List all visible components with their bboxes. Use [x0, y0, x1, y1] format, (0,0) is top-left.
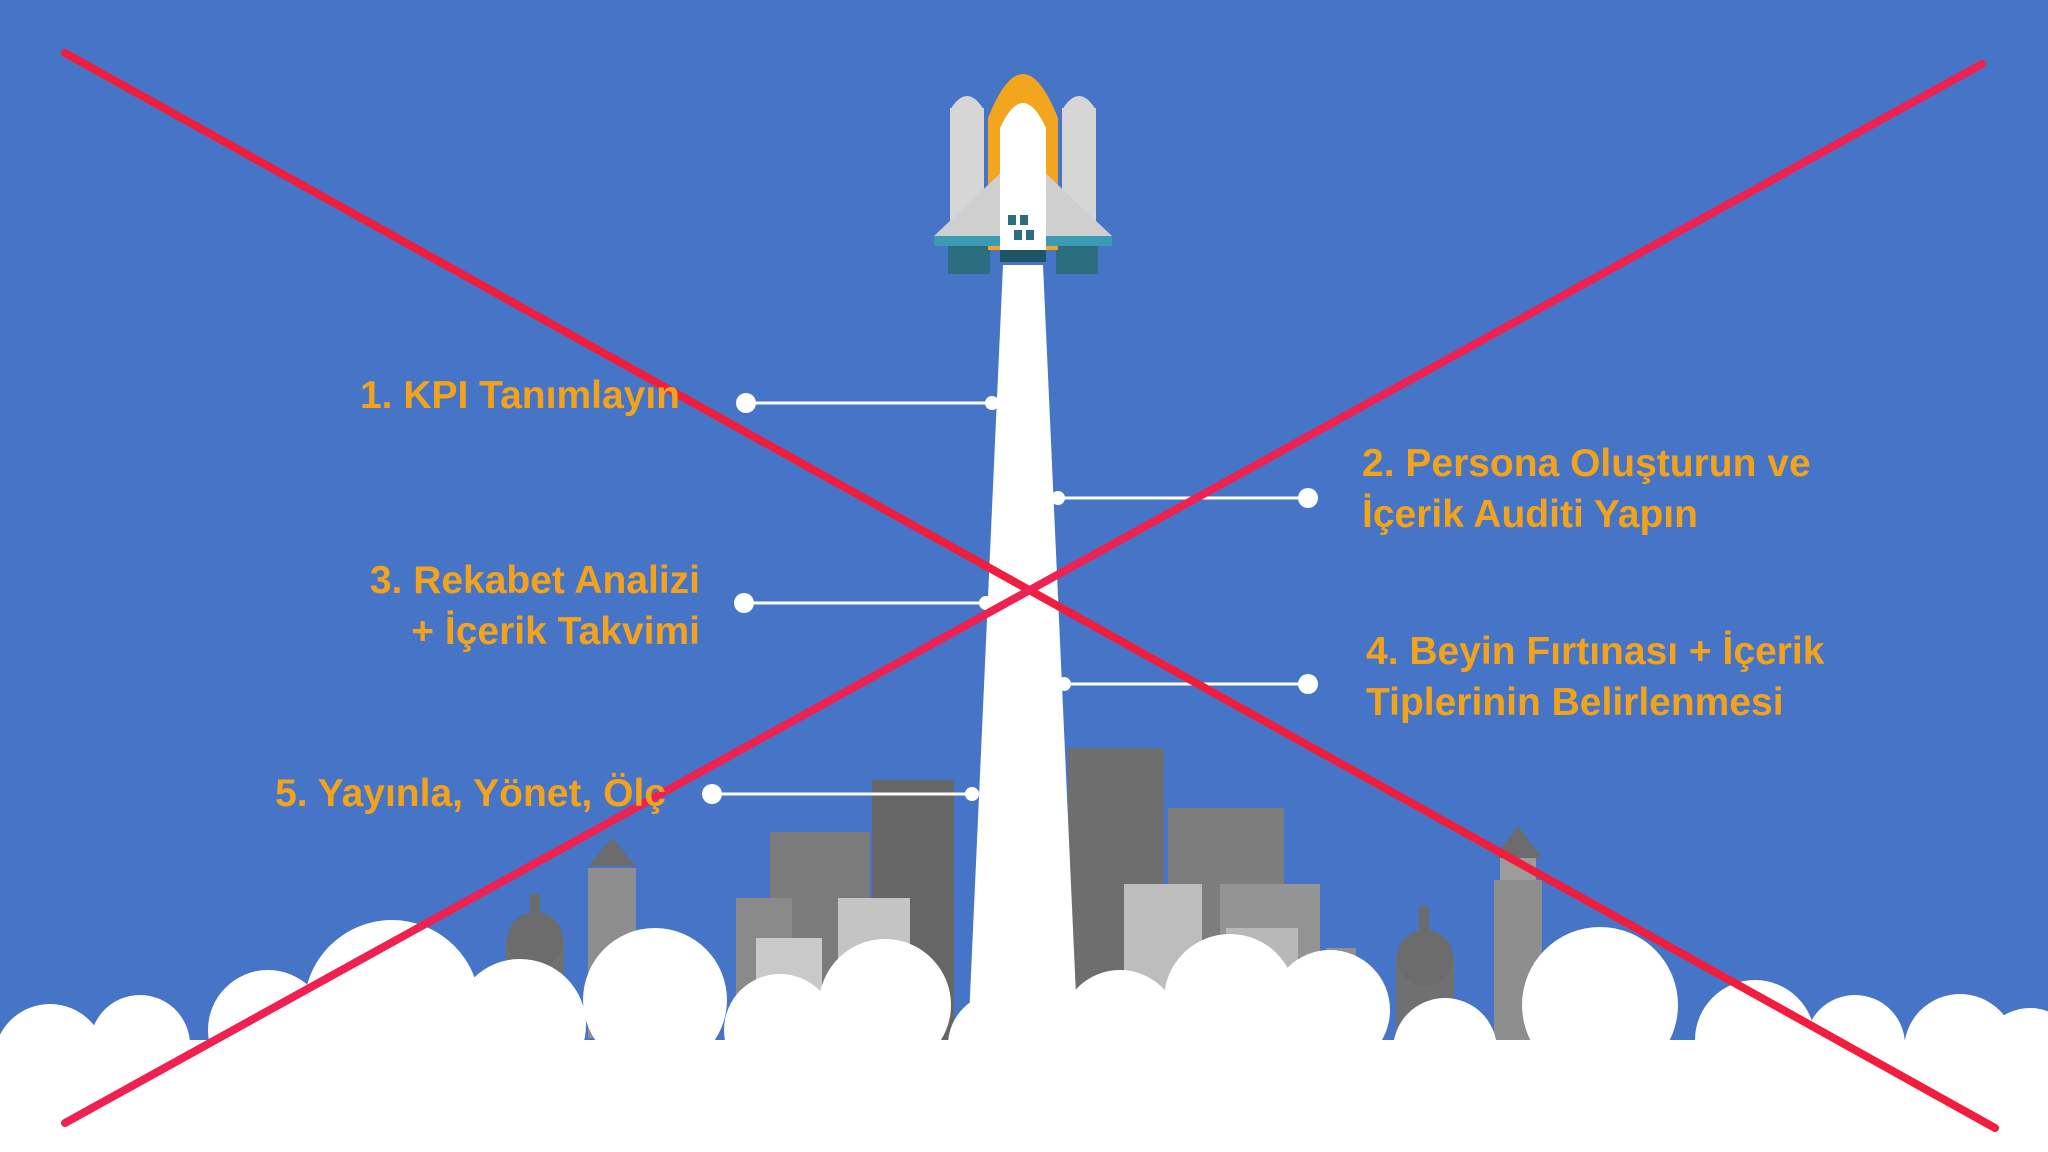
- connector-lines: [702, 393, 1318, 804]
- step-1-line-1: 1. KPI Tanımlayın: [359, 374, 680, 417]
- step-1-label: 1. KPI Tanımlayın: [360, 370, 680, 421]
- step-4-line-2: Tiplerinin Belirlenmesi: [1366, 681, 1784, 724]
- clouds: [0, 920, 2048, 1152]
- step-4-line-1: 4. Beyin Fırtınası + İçerik: [1366, 630, 1825, 673]
- rocket-icon: [934, 74, 1112, 274]
- step-5-line-1: 5. Yayınla, Yönet, Ölç: [275, 772, 666, 815]
- step-5-label: 5. Yayınla, Yönet, Ölç: [275, 768, 666, 819]
- step-2-label: 2. Persona Oluşturun ve İçerik Auditi Ya…: [1362, 438, 1811, 540]
- step-3-line-1: 3. Rekabet Analizi: [369, 559, 700, 602]
- step-2-line-2: İçerik Auditi Yapın: [1362, 493, 1698, 536]
- step-3-label: 3. Rekabet Analizi + İçerik Takvimi: [370, 555, 700, 657]
- cross-overlay: [61, 49, 1999, 1132]
- step-4-label: 4. Beyin Fırtınası + İçerik Tiplerinin B…: [1366, 626, 1824, 728]
- step-3-line-2: + İçerik Takvimi: [411, 610, 700, 653]
- step-2-line-1: 2. Persona Oluşturun ve: [1362, 442, 1811, 485]
- exhaust-trail: [968, 265, 1078, 1040]
